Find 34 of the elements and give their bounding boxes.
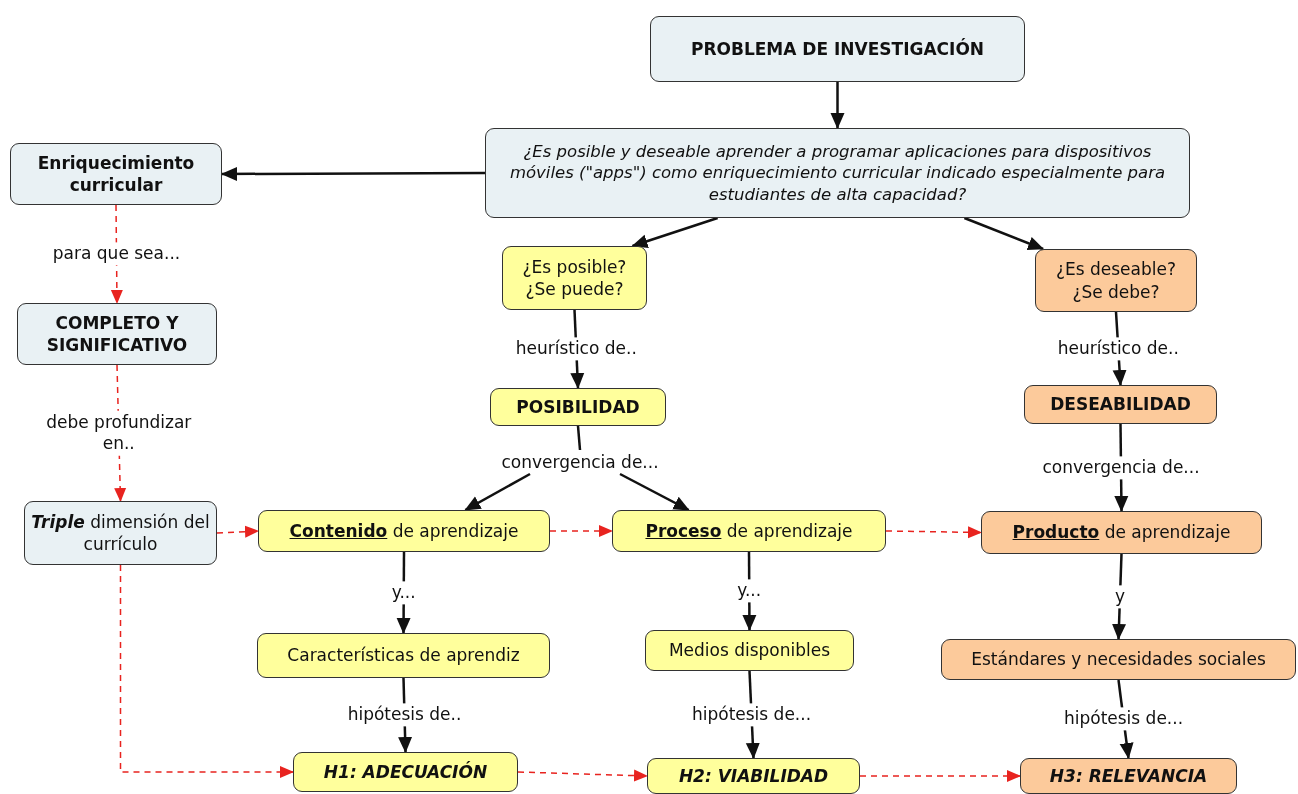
- arrow: [619, 472, 690, 512]
- concept-box: Triple dimensión del currículo: [24, 501, 217, 565]
- concept-box: Proceso de aprendizaje: [612, 510, 886, 552]
- concept-box: H2: VIABILIDAD: [647, 758, 860, 794]
- concept-box: ¿Es posible y deseable aprender a programar aplicaciones para dispositivos móviles ("apps") como enriquecimiento curricular indicado especialmente para estudiantes de alta capacidad?: [485, 128, 1190, 218]
- arrow: [963, 216, 1045, 251]
- concept-box: POSIBILIDAD: [490, 388, 666, 426]
- concept-box: Estándares y necesidades sociales: [941, 639, 1296, 680]
- concept-box: Enriquecimiento curricular: [10, 143, 222, 205]
- arrow: [830, 82, 845, 129]
- concept-box: Características de aprendiz: [257, 633, 550, 678]
- arrow: [549, 525, 613, 537]
- arrow: [464, 472, 531, 512]
- concept-box: Contenido de aprendizaje: [258, 510, 550, 552]
- concept-box: H1: ADECUACIÓN: [293, 752, 518, 792]
- concept-box: COMPLETO Y SIGNIFICATIVO: [17, 303, 217, 365]
- arrow: [221, 166, 485, 181]
- concept-box: ¿Es deseable? ¿Se debe?: [1035, 249, 1197, 312]
- concept-box: Medios disponibles: [645, 630, 854, 671]
- arrow: [885, 526, 982, 539]
- arrow: [859, 770, 1021, 782]
- arrow: [1112, 553, 1126, 640]
- linking-phrase: convergencia de...: [480, 450, 680, 474]
- concept-box: H3: RELEVANCIA: [1020, 758, 1237, 794]
- arrow: [119, 564, 294, 778]
- arrow: [631, 216, 719, 248]
- connector-line: [576, 425, 582, 451]
- arrow: [216, 525, 259, 538]
- concept-box: PROBLEMA DE INVESTIGACIÓN: [650, 16, 1025, 82]
- arrow: [517, 769, 648, 782]
- concept-box: ¿Es posible? ¿Se puede?: [502, 246, 647, 310]
- concept-box: Producto de aprendizaje: [981, 511, 1262, 554]
- concept-box: DESEABILIDAD: [1024, 385, 1217, 424]
- edge-label: y: [1112, 584, 1128, 609]
